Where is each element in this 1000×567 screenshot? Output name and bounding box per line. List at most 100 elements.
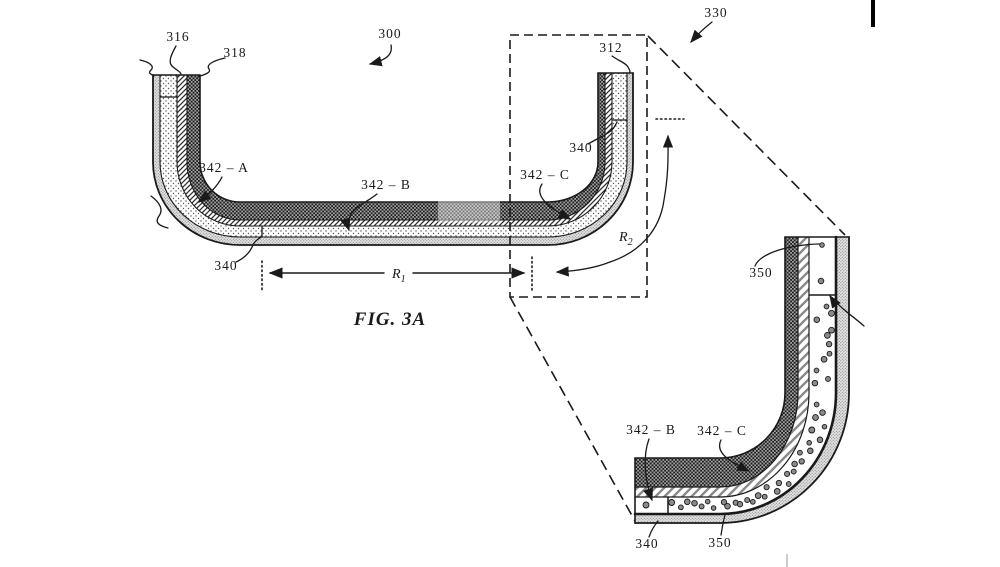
particle-350 <box>678 504 684 511</box>
faded-patch <box>438 195 500 223</box>
main-dotted-layer <box>160 73 627 237</box>
particle-350 <box>704 498 711 505</box>
particle-350 <box>806 440 812 446</box>
particle-350 <box>724 502 731 510</box>
particle-350 <box>691 499 698 507</box>
detail-particle-layer <box>635 237 836 514</box>
leader-arrow-342a <box>197 176 223 203</box>
particle-350 <box>821 423 828 430</box>
detail-callout <box>509 34 846 522</box>
main-boundary-line-2 <box>176 72 613 227</box>
particle-350 <box>825 375 831 382</box>
leader-unlabeled-top-left <box>139 59 155 77</box>
leader-unlabeled-left-bend <box>150 195 169 229</box>
particle-350 <box>754 492 762 499</box>
particle-350 <box>807 447 814 455</box>
particle-350 <box>790 468 797 475</box>
label-340-detail: 340 <box>635 536 658 551</box>
leader-arrow-divider <box>829 294 865 327</box>
particle-350 <box>819 242 825 248</box>
leader-arrow-342c-detail <box>718 439 751 472</box>
r2-arc-left <box>555 261 611 277</box>
label-342c-detail: 342 – C <box>697 423 747 438</box>
leader-350-top <box>754 243 820 267</box>
leader-318 <box>197 57 226 78</box>
r1-dimension <box>261 256 533 293</box>
leader-340-right <box>587 121 618 145</box>
particle-350 <box>798 458 805 465</box>
label-342a: 342 – A <box>199 160 249 175</box>
detail-outer-surface-line <box>634 236 850 524</box>
label-318: 318 <box>223 45 246 60</box>
leader-arrow-342b-detail <box>643 438 653 502</box>
particle-350 <box>808 426 816 434</box>
main-view: R1 R2 316 318 300 330 312 340 342 – A 34… <box>139 5 727 330</box>
particle-350 <box>817 277 825 285</box>
particle-350 <box>826 350 833 357</box>
r1-label: R1 <box>391 267 406 285</box>
particle-350 <box>773 488 781 495</box>
particle-350 <box>763 484 770 491</box>
particle-350 <box>813 401 820 408</box>
particle-350 <box>823 303 830 310</box>
label-330: 330 <box>704 5 727 20</box>
detail-view: 350 342 – B 342 – C 340 350 <box>626 235 865 551</box>
particle-350 <box>698 503 705 510</box>
particle-350 <box>668 499 676 506</box>
detail-inner-surface-line <box>634 236 786 459</box>
label-350-bottom: 350 <box>708 535 731 550</box>
main-inner-surface-line <box>199 72 599 203</box>
particle-350 <box>744 497 751 504</box>
particle-350 <box>710 505 717 511</box>
r2-dimension <box>555 118 685 277</box>
main-boundary-line-1 <box>159 72 628 238</box>
detail-connector-bottom <box>509 296 636 522</box>
main-outer-surface-line <box>152 72 634 246</box>
particle-350 <box>797 449 803 456</box>
leader-312 <box>611 55 631 74</box>
particle-350 <box>819 409 826 416</box>
leader-arrow-342b <box>340 193 378 232</box>
particle-350 <box>775 479 783 487</box>
particle-350 <box>820 355 828 363</box>
particle-350 <box>642 501 650 509</box>
particle-350 <box>828 326 835 334</box>
figure-caption: FIG. 3A <box>353 309 426 330</box>
detail-boundary-line-3 <box>633 235 838 516</box>
leader-arrow-330 <box>690 21 713 43</box>
label-350-top: 350 <box>749 265 772 280</box>
particle-350 <box>828 309 835 317</box>
main-inner-dark-layer <box>187 73 605 220</box>
particle-350 <box>825 340 833 348</box>
detail-boundary-line-1 <box>634 236 799 488</box>
main-boundary-line-3 <box>186 72 606 221</box>
label-312: 312 <box>599 40 622 55</box>
label-316: 316 <box>166 29 189 44</box>
leader-arrow-300 <box>368 44 392 67</box>
label-300: 300 <box>378 26 401 41</box>
leader-340-left <box>235 236 262 263</box>
particle-350 <box>720 499 728 506</box>
label-342c: 342 – C <box>520 167 570 182</box>
detail-particles <box>642 242 835 511</box>
particle-350 <box>812 414 819 421</box>
detail-boundary-line-2 <box>634 236 810 498</box>
label-340-left: 340 <box>214 258 237 273</box>
leader-350-bottom <box>720 514 726 536</box>
particle-350 <box>791 460 798 468</box>
leader-arrow-342c <box>539 183 572 220</box>
label-340-right: 340 <box>569 140 592 155</box>
detail-dashed-box <box>509 34 648 298</box>
particle-350 <box>813 367 820 374</box>
particle-350 <box>824 332 831 339</box>
r2-label: R2 <box>618 230 633 248</box>
particle-350 <box>811 379 819 387</box>
particle-350 <box>736 501 744 508</box>
particle-350 <box>784 470 791 477</box>
r2-arc-up <box>609 134 674 263</box>
particle-350 <box>749 498 756 505</box>
detail-inner-dark-layer <box>635 237 798 487</box>
detail-connector-top <box>647 35 846 236</box>
